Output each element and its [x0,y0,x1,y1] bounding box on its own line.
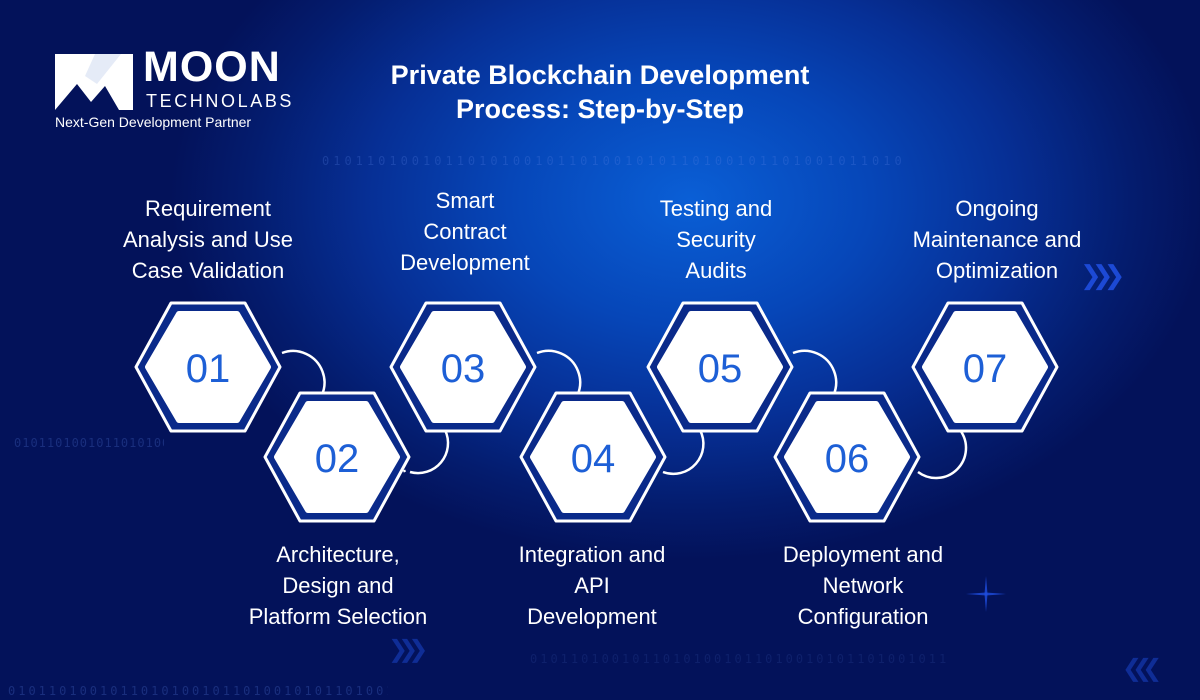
title-line-2: Process: Step-by-Step [455,94,745,124]
step-label-05: Testing and Security Audits [586,193,846,286]
connector-06-07 [917,429,968,480]
step-label-04: Integration and API Development [462,539,722,632]
step-02-line-2: Design and [282,573,394,598]
step-01-line-1: Requirement [145,196,271,221]
step-04-line-2: API [574,573,610,598]
step-06-line-1: Deployment and [782,542,944,567]
step-number-03: 03 [441,347,486,391]
step-06-line-2: Network [822,573,904,598]
binary-strip-bottom: 0101101001011010100101101001010110100101… [8,684,388,698]
step-number-01: 01 [186,347,231,391]
step-04-line-3: Development [527,604,657,629]
step-label-03: Smart Contract Development [335,185,595,278]
step-number-07: 07 [963,347,1008,391]
chevron-right-icon: ❯❯❯ [388,636,428,663]
chevron-left-icon: ❮❮❮ [1122,655,1162,682]
step-01-line-3: Case Validation [131,258,285,283]
step-03-line-2: Contract [423,219,507,244]
moon-logo-icon [55,54,133,110]
binary-strip-left: 0101101001011010100101101001010110100101… [14,436,164,450]
binary-strip-bottom-right: 0101101001011010100101101001010110100101… [530,652,950,666]
page-title: Private Blockchain Development Process: … [300,58,900,126]
brand-tagline: Next-Gen Development Partner [55,114,252,130]
step-03-line-3: Development [400,250,530,275]
step-02-line-1: Architecture, [276,542,400,567]
step-07-line-1: Ongoing [955,196,1039,221]
step-number-06: 06 [825,437,870,481]
step-05-line-1: Testing and [659,196,773,221]
connector-04-05 [662,429,705,476]
step-07-line-3: Optimization [935,258,1059,283]
brand-name: MOON [143,43,281,91]
chevron-right-icon: ❯❯❯ [1080,260,1125,290]
step-02-line-3: Platform Selection [248,604,428,629]
step-05-line-3: Audits [685,258,747,283]
step-label-02: Architecture, Design and Platform Select… [208,539,468,632]
step-number-02: 02 [315,437,360,481]
step-number-04: 04 [571,437,616,481]
step-label-06: Deployment and Network Configuration [733,539,993,632]
brand-subname: TECHNOLABS [146,91,295,111]
plus-icon-svg [966,576,1006,612]
brand-logo: MOON TECHNOLABS Next-Gen Development Par… [55,46,305,137]
plus-icon [964,572,1008,616]
step-label-01: Requirement Analysis and Use Case Valida… [78,193,338,286]
connector-02-03 [409,429,450,475]
step-number-05: 05 [698,347,743,391]
step-06-line-3: Configuration [797,604,929,629]
connectors [281,349,968,480]
step-01-line-2: Analysis and Use [123,227,293,252]
step-07-line-2: Maintenance and [912,227,1082,252]
step-04-line-1: Integration and [518,542,666,567]
step-03-line-1: Smart [435,188,495,213]
step-05-line-2: Security [676,227,756,252]
title-line-1: Private Blockchain Development [390,60,810,90]
step-label-07: Ongoing Maintenance and Optimization [867,193,1127,286]
binary-strip-top: 0101101001011010100101101001010110100101… [322,154,906,168]
